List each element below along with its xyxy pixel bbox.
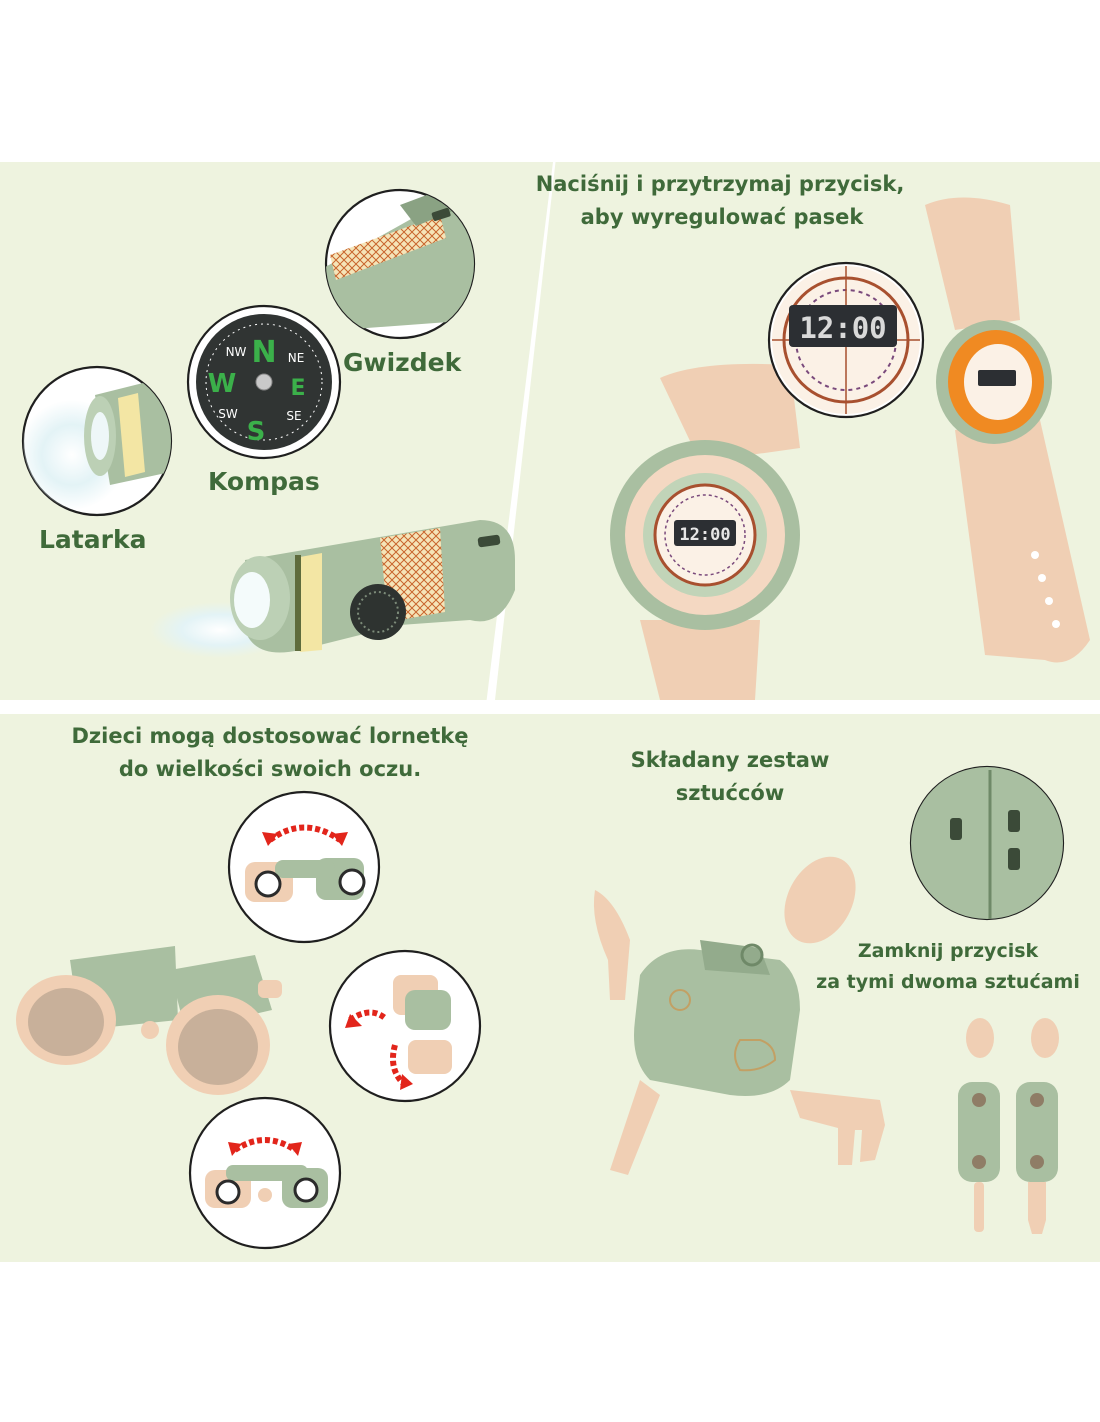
binoculars-zoom-circle-1	[227, 790, 381, 944]
lock-button-zoom-circle	[909, 765, 1065, 921]
label-compass: Kompas	[208, 467, 320, 496]
label-cutlery-line1: Składany zestaw	[630, 748, 830, 772]
label-lock-line1: Zamknij przycisk	[857, 940, 1039, 962]
label-cutlery-line2: sztućców	[675, 781, 785, 805]
compass-w: W	[208, 369, 237, 399]
binoculars-zoom-circle-3	[188, 1096, 342, 1250]
multitool-whistle-product	[150, 520, 515, 658]
whistle-zoom-circle	[324, 188, 476, 340]
label-strap-line1: Naciśnij i przytrzymaj przycisk,	[535, 172, 905, 196]
label-binoculars-line2: do wielkości swoich oczu.	[118, 757, 422, 781]
watch-with-strap-product	[925, 197, 1090, 663]
label-lock-line2: za tymi dwoma sztućami	[816, 971, 1080, 993]
label-strap-line2: aby wyregulować pasek	[580, 205, 864, 229]
label-strap-instruction: Naciśnij i przytrzymaj przycisk, aby wyr…	[510, 168, 930, 234]
watch-time-main: 12:00	[679, 525, 730, 545]
watch-display-zoom-circle: 12:00	[767, 261, 925, 419]
compass-icon: N E S W NE NW SE SW	[186, 304, 342, 460]
label-lock-instruction: Zamknij przycisk za tymi dwoma sztućami	[800, 936, 1096, 998]
binoculars-zoom-circle-2	[328, 949, 482, 1103]
kids-watch-product: 12:00	[610, 363, 800, 700]
compass-n: N	[251, 335, 276, 370]
label-flashlight: Latarka	[39, 525, 147, 554]
compass-se: SE	[286, 409, 301, 423]
binoculars-product	[16, 946, 282, 1095]
watch-time-zoom: 12:00	[799, 311, 886, 345]
label-binoculars-instruction: Dzieci mogą dostosować lornetkę do wielk…	[30, 720, 510, 786]
compass-s: S	[247, 417, 266, 447]
compass-sw: SW	[218, 407, 238, 421]
label-cutlery-title: Składany zestaw sztućców	[600, 744, 860, 810]
compass-ne: NE	[288, 351, 305, 365]
cutlery-set-product	[593, 856, 885, 1175]
label-binoculars-line1: Dzieci mogą dostosować lornetkę	[71, 724, 469, 748]
compass-nw: NW	[226, 345, 247, 359]
compass-e: E	[290, 376, 305, 401]
label-whistle: Gwizdek	[343, 348, 462, 377]
cutlery-folded-product	[958, 1018, 1059, 1234]
flashlight-zoom-circle	[21, 365, 173, 517]
